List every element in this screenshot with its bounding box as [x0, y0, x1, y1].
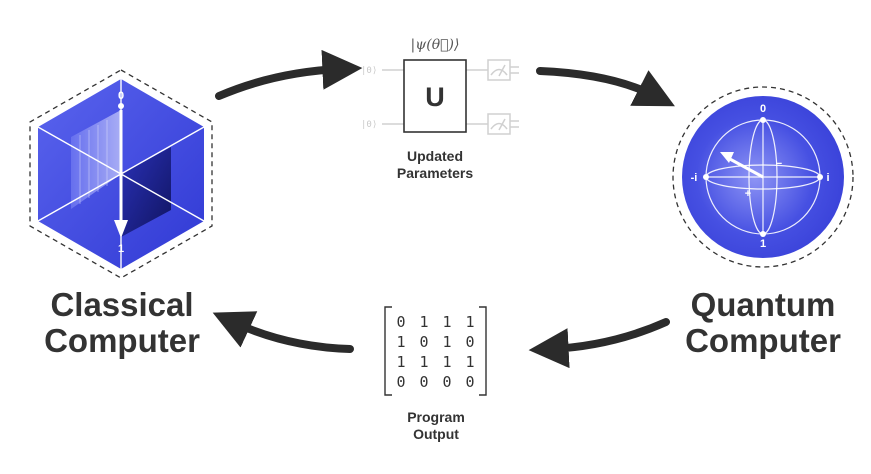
matrix-cell: 1 [465, 313, 474, 331]
matrix-cell: 1 [442, 353, 451, 371]
cube-state-top-label: 0 [118, 90, 124, 102]
matrix-cell: 1 [396, 353, 405, 371]
cube-state-arrow-head [114, 220, 128, 238]
cube-state-bottom-label: 1 [118, 243, 124, 255]
arrow-circuit-to-quantum [536, 67, 675, 107]
matrix-cell: 1 [419, 353, 428, 371]
circuit-gate-box [403, 59, 467, 133]
quantum-computer-label-line2: Computer [685, 322, 841, 359]
sphere-state-right-label: i [826, 172, 829, 184]
sphere-state-vector-head [720, 152, 734, 163]
matrix-right-bracket [479, 306, 487, 396]
sphere-state-bottom-label: 1 [760, 238, 766, 250]
quantum-circuit: |ψ(θ⃗)⟩ |0⟩ |0⟩ U Updated Parameters [361, 37, 519, 181]
matrix-cell: 1 [465, 353, 474, 371]
arrow-output-to-classical [212, 311, 354, 353]
matrix-cell: 0 [465, 333, 474, 351]
arrow-quantum-to-output [528, 318, 670, 369]
arrow-classical-to-circuit [215, 49, 363, 100]
quantum-computer-bloch-sphere: 0 1 -i i − + [672, 86, 854, 268]
circuit-state-label: |ψ(θ⃗)⟩ [411, 37, 460, 53]
classical-computer-cube: 0 1 [29, 69, 213, 279]
sphere-dashed-outline [672, 86, 854, 268]
updated-parameters-caption-line1: Updated [407, 148, 463, 164]
matrix-cell: 1 [442, 313, 451, 331]
matrix-cell: 0 [396, 373, 405, 391]
classical-computer-label-line1: Classical [50, 286, 193, 323]
measurement-meter-bottom-icon [487, 113, 519, 135]
cube-dashed-outline [29, 69, 213, 279]
matrix-cell: 0 [419, 373, 428, 391]
updated-parameters-caption-line2: Parameters [397, 165, 473, 181]
classical-computer-label-line2: Computer [44, 322, 200, 359]
program-output-caption-line2: Output [413, 426, 459, 442]
sphere-state-vector [727, 156, 764, 179]
matrix-cell: 0 [419, 333, 428, 351]
circuit-input-top-label: |0⟩ [361, 66, 377, 76]
matrix-cell: 0 [442, 373, 451, 391]
circuit-input-bottom-label: |0⟩ [361, 120, 377, 130]
matrix-cell: 0 [465, 373, 474, 391]
quantum-computer-label-line1: Quantum [691, 286, 836, 323]
matrix-left-bracket [384, 306, 392, 396]
cube-dark-face [121, 147, 171, 237]
sphere-state-top-label: 0 [760, 103, 766, 115]
sphere-state-left-label: -i [691, 172, 698, 184]
sphere-state-minus-label: − [776, 158, 782, 170]
sphere-state-plus-label: + [745, 188, 751, 200]
program-output-caption-line1: Program [407, 409, 465, 425]
cube-stripes [79, 120, 108, 204]
matrix-cell: 1 [396, 333, 405, 351]
circuit-gate-label: U [425, 82, 445, 112]
matrix-cell: 0 [396, 313, 405, 331]
cube-top-dot [118, 103, 124, 109]
matrix-cell: 1 [419, 313, 428, 331]
matrix-cell: 1 [442, 333, 451, 351]
measurement-meter-top-icon [487, 59, 519, 81]
